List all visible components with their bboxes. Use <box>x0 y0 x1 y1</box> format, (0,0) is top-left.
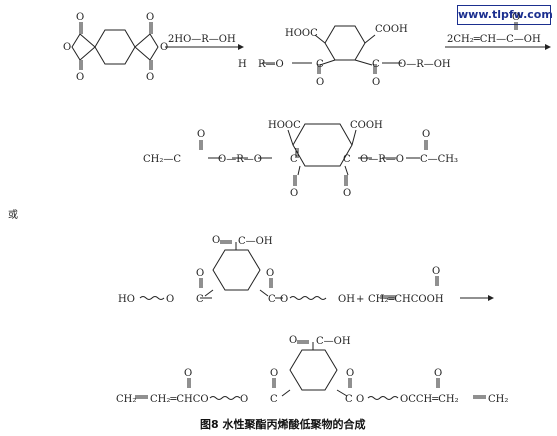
reactant-ho: HO <box>118 294 135 305</box>
half-ester-intermediate <box>262 25 402 74</box>
reagent-diol: 2HO—R—OH <box>168 34 236 45</box>
product-carbonyl-o: O <box>289 335 297 346</box>
reactant-o-ester-left: O <box>166 294 174 305</box>
intermediate-o-right: O <box>372 77 380 88</box>
watermark-box: www.tlpfw.com <box>457 5 553 25</box>
pmda-o-top-left: O <box>76 12 84 23</box>
scheme-1-product <box>199 123 428 186</box>
intermediate-c-right: C <box>372 59 380 70</box>
pmda-o-ring-left: O <box>63 42 71 53</box>
acrylic-acid: CH₂═CHCOOH <box>368 294 444 305</box>
product-c-left: C <box>290 154 298 165</box>
product-left-end: CH₂—C <box>143 154 181 165</box>
scheme-2-product <box>135 340 486 400</box>
pyromellitic-dianhydride <box>71 22 159 70</box>
reactant-c-left: C <box>196 294 204 305</box>
product-carboxyl: C—OH <box>316 336 351 347</box>
product-right-end: OCCH═CH₂ <box>400 394 459 405</box>
product-o-left: O <box>290 188 298 199</box>
reactant-oh: OH <box>338 294 355 305</box>
plus-sign: + <box>356 294 364 305</box>
product-cooh: COOH <box>350 120 383 131</box>
product-o-ring-right: O <box>346 368 354 379</box>
intermediate-h: H <box>238 59 247 70</box>
product-ch2-right: CH₂ <box>488 394 508 405</box>
reaction-arrow-3-head <box>488 295 494 301</box>
product-ch2-left: CH₂ <box>116 394 136 405</box>
intermediate-chain-left: R—O <box>258 59 284 70</box>
reagent-acrylic: 2CH₂═CH—C—OH <box>447 34 541 45</box>
product-c-right: C <box>343 154 351 165</box>
figure-caption: 图8 水性聚酯丙烯酸低聚物的合成 <box>200 417 365 431</box>
intermediate-hooc: HOOC <box>285 28 318 39</box>
intermediate-chain-right: O—R—OH <box>398 59 451 70</box>
product-o-left-carbonyl: O <box>197 129 205 140</box>
reactant-carboxyl: C—OH <box>238 236 273 247</box>
product-c-right: C <box>345 394 353 405</box>
intermediate-c-left: C <box>316 59 324 70</box>
pmda-o-bottom-left: O <box>76 72 84 83</box>
reactant-o-right: O <box>266 268 274 279</box>
product-o-right-carbonyl: O <box>422 129 430 140</box>
scheme-2-reactant <box>139 240 439 300</box>
reaction-arrow-2-head <box>545 44 551 50</box>
or-label: 或 <box>8 209 18 221</box>
product-o-acryl-left: O <box>184 368 192 379</box>
pmda-o-ring-right: O <box>160 42 168 53</box>
product-o-right-ester: O <box>356 394 364 405</box>
watermark-text: www.tlpfw.com <box>458 8 553 21</box>
product-right-chain: O—R—O <box>360 154 404 165</box>
acrylic-acid-o: O <box>432 266 440 277</box>
reaction-arrow-1-head <box>238 44 244 50</box>
intermediate-o-left: O <box>316 77 324 88</box>
intermediate-cooh: COOH <box>375 24 408 35</box>
product-right-end: C—CH₃ <box>420 154 458 165</box>
reactant-o-ester-right: O <box>280 294 288 305</box>
pmda-o-top-right: O <box>146 12 154 23</box>
reactant-carbonyl-o: O <box>212 235 220 246</box>
product-o-acryl-right: O <box>434 368 442 379</box>
pmda-o-bottom-right: O <box>146 72 154 83</box>
product-o-left-ester: O <box>240 394 248 405</box>
acrylic-o: O <box>512 12 520 23</box>
product-left-end: CH₂═CHCO <box>150 394 209 405</box>
product-hooc: HOOC <box>268 120 301 131</box>
product-left-chain: O—R—O <box>218 154 262 165</box>
reactant-o-left: O <box>196 268 204 279</box>
product-o-ring-left: O <box>270 368 278 379</box>
reactant-c-right: C <box>268 294 276 305</box>
product-o-right: O <box>343 188 351 199</box>
product-c-left: C <box>270 394 278 405</box>
